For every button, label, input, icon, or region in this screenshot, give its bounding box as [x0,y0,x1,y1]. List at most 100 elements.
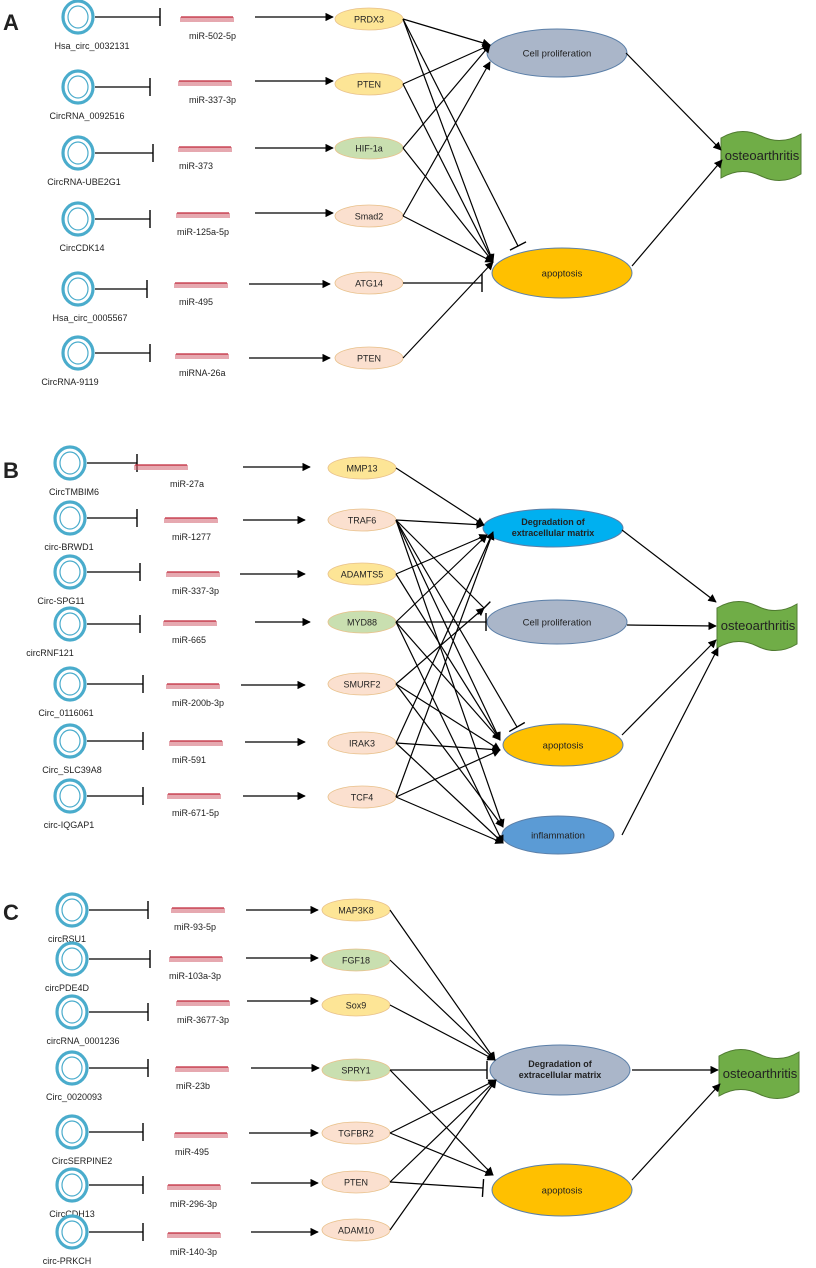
inhibition-bar [481,1178,485,1198]
gene-label: PRDX3 [354,15,384,25]
mirna-strand-icon [180,16,234,22]
gene-to-outcome-arrow [402,18,495,263]
circrna-ring-icon [53,445,87,481]
mirna-bases [169,957,223,962]
panel-b: BCircTMBIM6miR-27aMMP13circ-BRWD1miR-127… [3,445,798,855]
outcome-ellipse [491,1163,633,1217]
mirna-strand-icon [176,1000,230,1006]
osteoarthritis-label: osteoarthritis [725,148,800,163]
circrna-ring-icon [61,135,95,171]
gene-to-outcome-arrow [395,531,495,798]
gene-label: SPRY1 [341,1066,370,1076]
mirna-label: miR-671-5p [172,808,219,818]
gene-to-outcome-arrow [389,909,496,1061]
mirna-label: miR-665 [172,635,206,645]
circrna-inner-ring [59,672,81,696]
gene-to-outcome-arrow [402,44,491,149]
circrna-inner-ring [59,729,81,753]
gene-to-outcome-arrow [395,742,501,754]
circrna-label: circRNF121 [26,648,74,658]
gene-to-outcome-arrow [395,742,504,844]
circrna-ring-icon [61,271,95,307]
gene-label: SMURF2 [343,680,380,690]
outcome-node: apoptosis [491,1163,633,1217]
circrna-inner-ring [67,277,89,301]
circrna-ring-icon [53,723,87,759]
mirna-bases [166,684,220,689]
osteoarthritis-shape [716,601,798,651]
circrna-ring-icon [61,69,95,105]
gene-to-outcome-arrow [402,61,491,217]
mirna-label: miR-1277 [172,532,211,542]
outcome-label-line: extracellular matrix [512,528,595,538]
gene-to-outcome-arrow [389,1132,494,1177]
outcome-to-osteoarthritis-arrow [621,639,717,736]
outcome-to-osteoarthritis-arrow [621,647,719,836]
gene-to-outcome-arrow [389,1069,494,1176]
outcome-ellipse [486,599,628,645]
gene-to-outcome-arrow [395,467,485,526]
mirna-label: miR-3677-3p [177,1015,229,1025]
mirna-label: miR-296-3p [170,1199,217,1209]
circrna-label: CircRNA-9119 [41,377,98,387]
gene-to-outcome-arrow [389,959,496,1061]
gene-label: MAP3K8 [338,906,374,916]
mirna-strand-icon [166,683,220,689]
outcome-to-osteoarthritis-arrow [631,1083,721,1181]
circrna-inner-ring [59,560,81,584]
outcome-ellipse [491,247,633,299]
gene-label: TGFBR2 [338,1129,374,1139]
osteoarthritis-label: osteoarthritis [723,1066,798,1081]
outcome-to-osteoarthritis-arrow [631,159,723,267]
circrna-inner-ring [61,1120,83,1144]
osteoarthritis-node: osteoarthritis [718,1049,800,1099]
gene-to-outcome-arrow [395,683,504,828]
outcome-node: apoptosis [502,723,624,767]
gene-to-outcome-arrow [402,147,494,263]
outcome-label-line: Degradation of [521,517,586,527]
circrna-label: CircSERPINE2 [52,1156,113,1166]
circrna-ring-icon [55,1214,89,1250]
outcome-to-osteoarthritis-arrow [625,52,722,151]
mirna-strand-icon [163,620,217,626]
circrna-ring-icon [55,994,89,1030]
circrna-label: circPDE4D [45,983,90,993]
mirna-strand-icon [174,282,228,288]
gene-to-outcome-arrow [395,534,488,623]
circrna-inner-ring [59,451,81,475]
mirna-strand-icon [169,740,223,746]
mirna-bases [180,17,234,22]
mirna-label: miR-103a-3p [169,971,221,981]
circrna-label: Hsa_circ_0005567 [52,313,127,323]
mirna-bases [171,908,225,913]
gene-inhibits-outcome-line [395,519,518,728]
mirna-label: miR-200b-3p [172,698,224,708]
mirna-label: miR-591 [172,755,206,765]
panel-a: AHsa_circ_0032131miR-502-5pPRDX3CircRNA_… [3,0,802,387]
gene-to-outcome-arrow [402,83,494,263]
gene-label: ADAM10 [338,1226,374,1236]
circrna-label: Circ_SLC39A8 [42,765,102,775]
gene-to-outcome-arrow [389,1079,497,1231]
outcome-node: apoptosis [491,247,633,299]
mirna-bases [174,283,228,288]
mirna-bases [176,213,230,218]
mirna-bases [167,1233,221,1238]
mirna-strand-icon [175,353,229,359]
circrna-ring-icon [53,606,87,642]
mirna-strand-icon [167,1232,221,1238]
mirna-label: miR-337-3p [172,586,219,596]
gene-to-outcome-arrow [402,215,494,263]
mirna-strand-icon [178,146,232,152]
outcome-to-osteoarthritis-arrow [621,529,717,603]
mirna-label: miR-495 [179,297,213,307]
